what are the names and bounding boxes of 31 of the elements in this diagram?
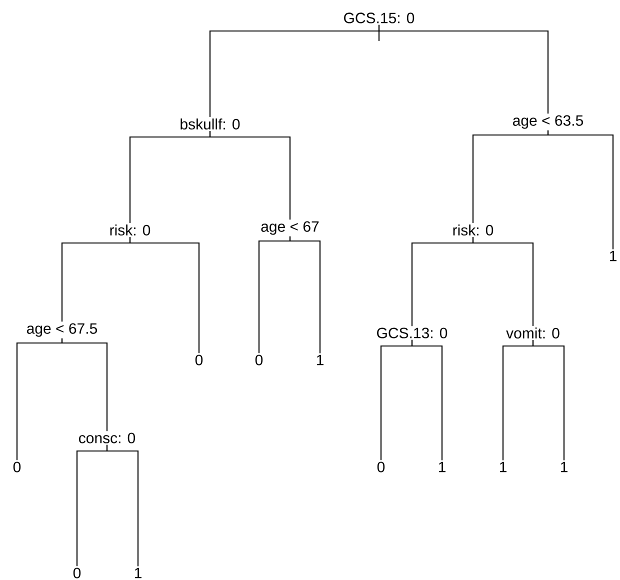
leaf-label: 0 bbox=[195, 354, 203, 366]
leaf-label: 0 bbox=[377, 462, 385, 472]
tree-branch bbox=[129, 237, 200, 354]
leaf-label: 1 bbox=[134, 568, 142, 578]
leaf-label: 1 bbox=[500, 462, 506, 472]
leaf-label: 0 bbox=[73, 568, 81, 578]
tree-branch bbox=[411, 340, 443, 460]
split-label: risk: 0 bbox=[453, 224, 494, 236]
split-label: GCS.15: 0 bbox=[344, 12, 414, 24]
leaf-label: 0 bbox=[255, 354, 263, 366]
leaf-label: 1 bbox=[438, 462, 446, 472]
split-label: consc: 0 bbox=[79, 432, 136, 444]
tree-branch bbox=[209, 131, 291, 220]
tree-branch bbox=[289, 236, 321, 354]
tree-branch bbox=[106, 444, 139, 566]
tree-branch bbox=[378, 24, 549, 114]
split-label: vomit: 0 bbox=[506, 328, 560, 338]
split-label: risk: 0 bbox=[110, 224, 150, 236]
leaf-label: 1 bbox=[560, 462, 568, 472]
split-label: bskullf: 0 bbox=[180, 118, 240, 130]
leaf-label: 1 bbox=[316, 354, 324, 366]
split-label: age < 67 bbox=[261, 221, 319, 235]
leaf-label: 0 bbox=[13, 462, 21, 472]
tree-branch bbox=[547, 130, 614, 250]
split-label: GCS.13: 0 bbox=[377, 328, 448, 338]
leaf-label: 1 bbox=[610, 250, 616, 262]
split-label: age < 67.5 bbox=[26, 323, 98, 337]
tree-branch bbox=[61, 338, 108, 432]
tree-branch bbox=[472, 237, 534, 326]
tree-branch bbox=[532, 340, 565, 460]
split-label: age < 63.5 bbox=[513, 115, 584, 129]
